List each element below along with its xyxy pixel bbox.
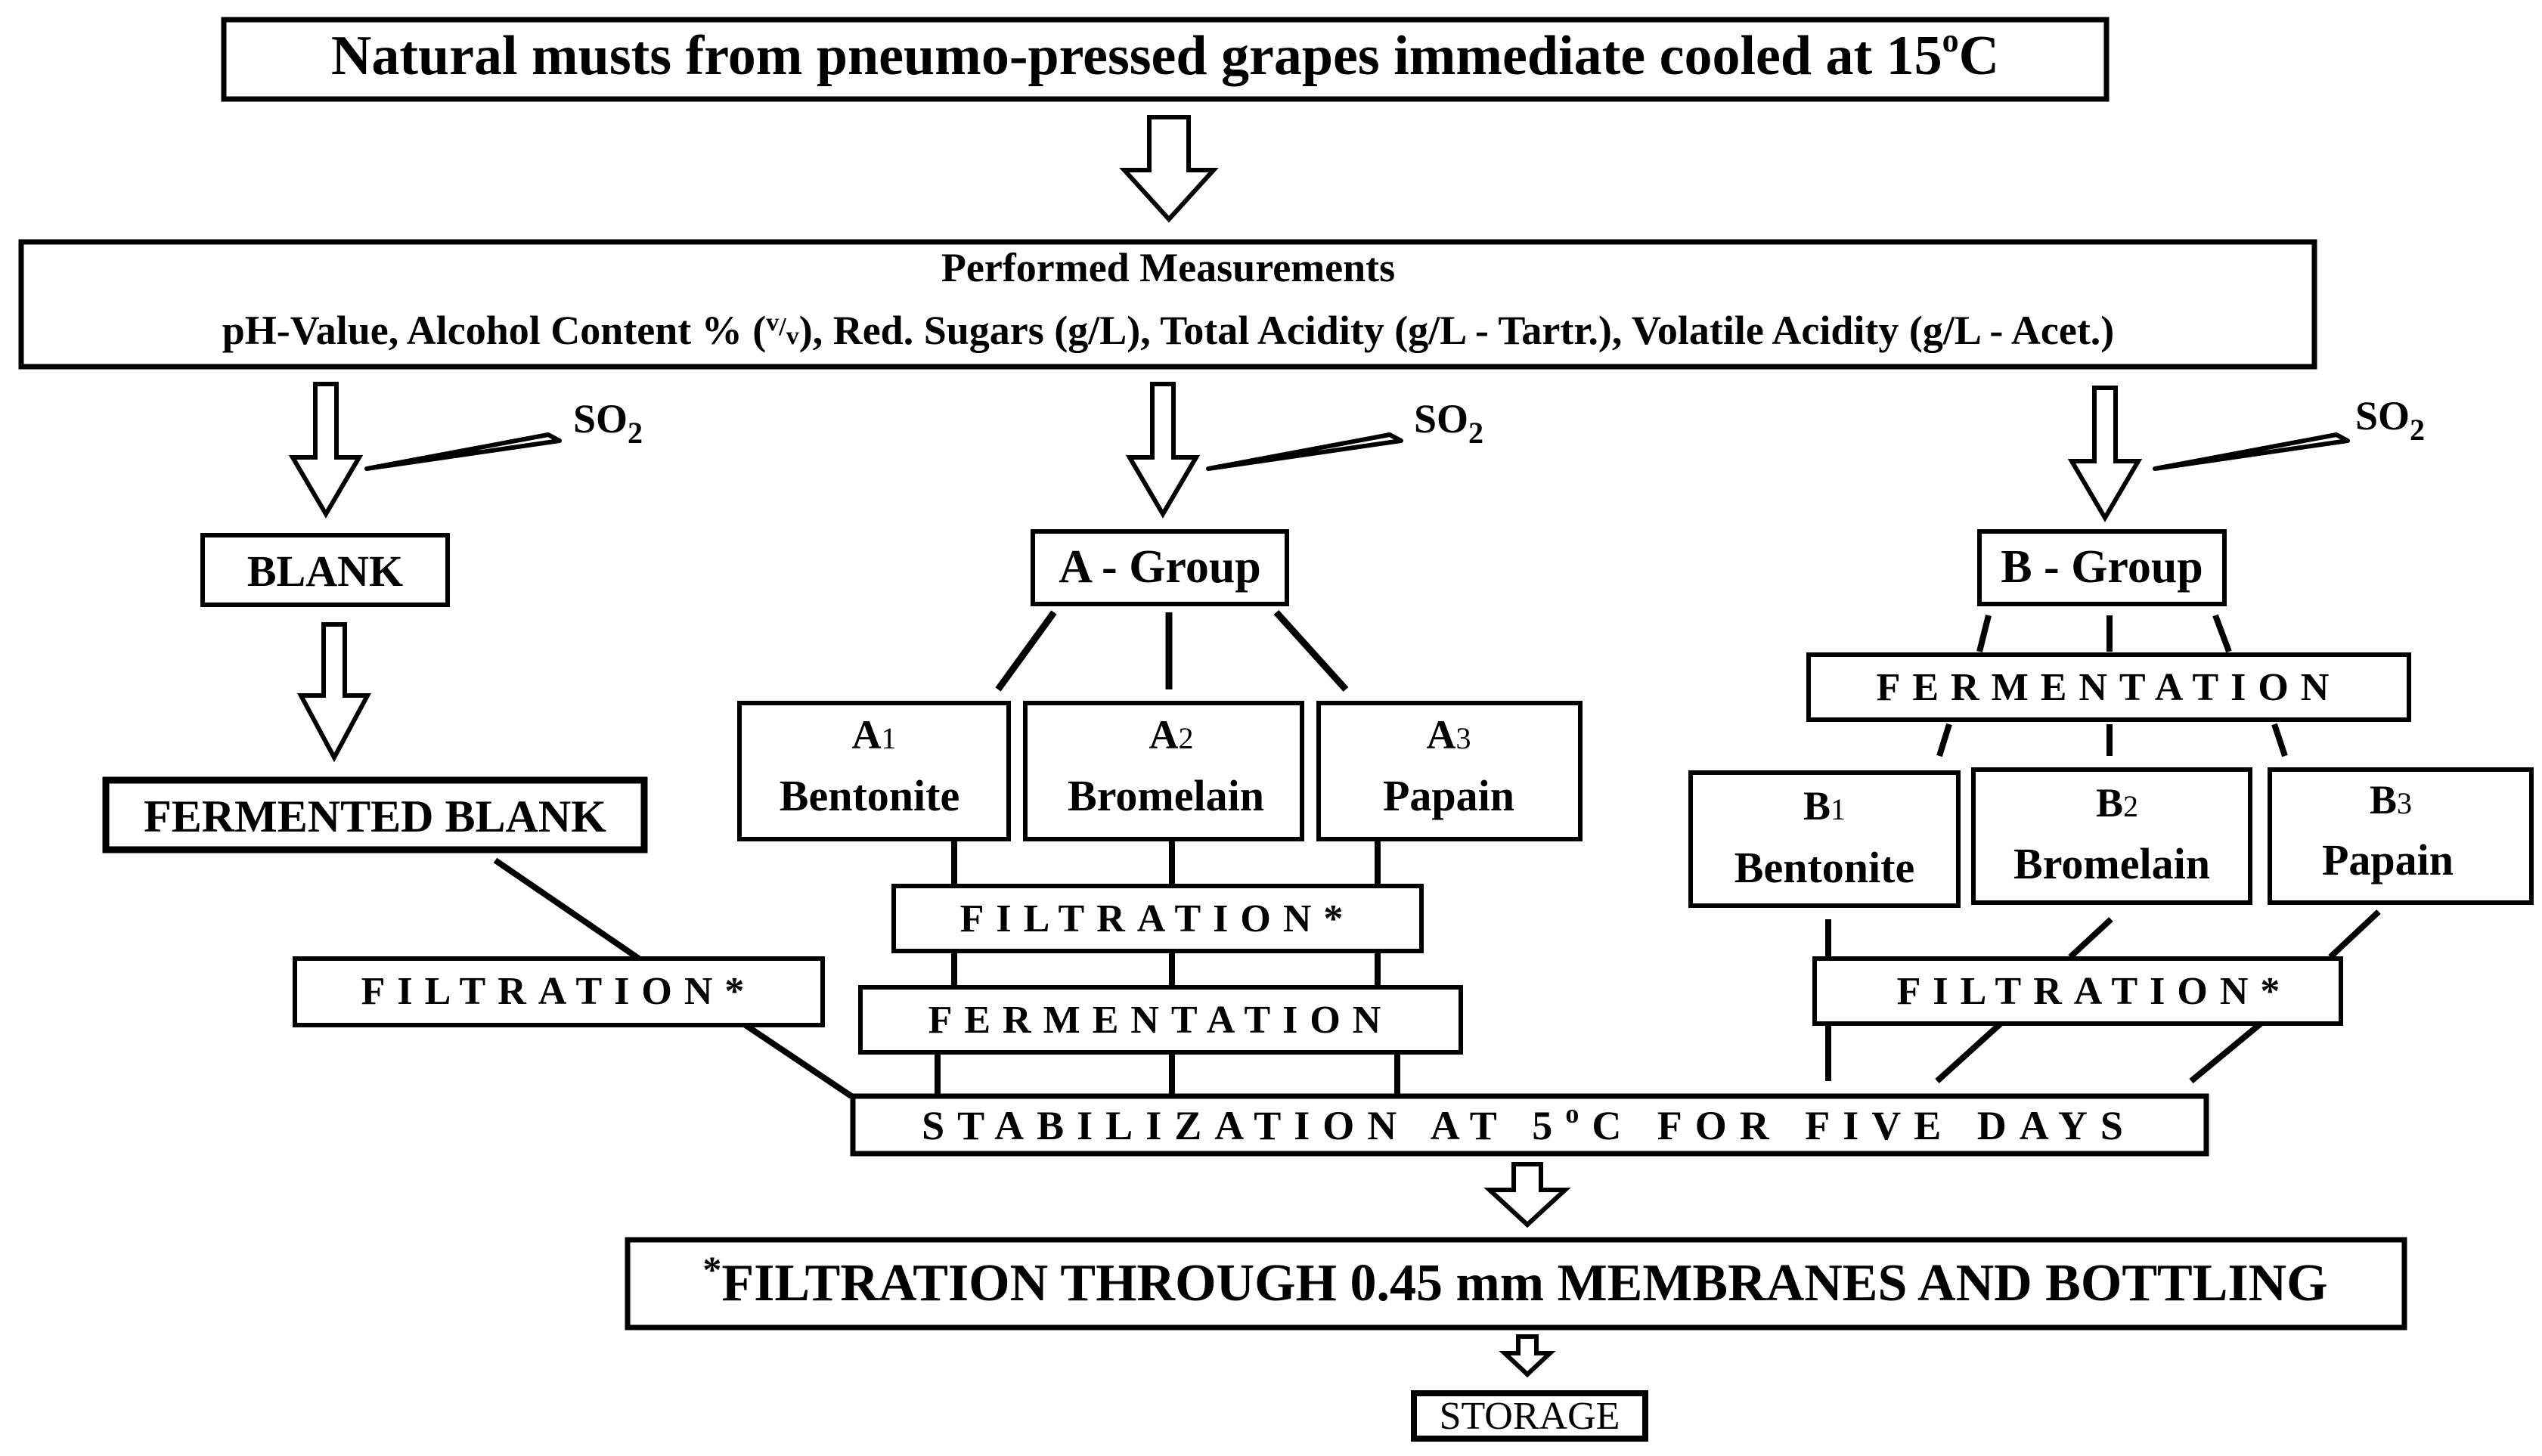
- top-box: [221, 17, 2110, 102]
- measurements-list: pH-Value, Alcohol Content % (v/v), Red. …: [222, 308, 2115, 353]
- fermented-blank-box: [102, 776, 648, 853]
- fermented-blank-label: FERMENTED BLANK: [144, 792, 606, 841]
- down-arrow-icon: [1125, 382, 1201, 519]
- left-filtration-label: FILTRATION*: [361, 970, 757, 1013]
- connector-line: [2189, 1021, 2263, 1084]
- so2-addition-icon: [1206, 432, 1403, 471]
- a-group-box: [1031, 529, 1289, 606]
- blank-label: BLANK: [247, 547, 403, 596]
- b3-agent: Papain: [2322, 835, 2454, 884]
- connector-line: [493, 857, 641, 962]
- b-filtration-label: FILTRATION*: [1897, 970, 2292, 1013]
- b1-agent: Bentonite: [1734, 843, 1914, 892]
- b3-id: B3: [2370, 777, 2412, 822]
- a-group-label: A - Group: [1059, 541, 1261, 593]
- down-arrow-icon: [2067, 386, 2143, 522]
- a1-id: A1: [852, 712, 897, 757]
- a2-agent: Bromelain: [1068, 771, 1264, 820]
- measurements-title: Performed Measurements: [941, 245, 1395, 290]
- top-box-text: Natural musts from pneumo-pressed grapes…: [331, 22, 1999, 87]
- so2-addition-icon: [364, 432, 562, 471]
- blank-box: [200, 533, 450, 607]
- storage-label: STORAGE: [1440, 1395, 1620, 1438]
- connector-line: [2068, 917, 2113, 959]
- connector-line: [1273, 609, 1349, 692]
- down-arrow-icon: [1499, 1334, 1556, 1378]
- stabilization-label: STABILIZATION AT 5oC FOR FIVE DAYS: [922, 1098, 2136, 1148]
- b3-papain-box: [2268, 767, 2534, 905]
- measurements-box: [18, 239, 2317, 370]
- so2-label-b: SO2: [2355, 393, 2425, 447]
- b2-id: B2: [2096, 780, 2138, 826]
- stabilization-box: [850, 1093, 2209, 1157]
- b2-bromelain-box: [1971, 767, 2252, 905]
- connector-line: [1936, 723, 1952, 757]
- a1-bentonite-box: [737, 701, 1011, 841]
- a2-bromelain-box: [1023, 701, 1304, 841]
- b-group-label: B - Group: [2001, 541, 2203, 593]
- b1-id: B1: [1803, 783, 1846, 829]
- a2-id: A2: [1149, 712, 1194, 757]
- so2-addition-icon: [2153, 432, 2350, 471]
- down-arrow-icon: [296, 622, 372, 763]
- connector-line: [2271, 723, 2288, 757]
- a3-agent: Papain: [1383, 771, 1514, 820]
- b2-agent: Bromelain: [2013, 839, 2210, 888]
- down-arrow-icon: [1483, 1162, 1571, 1228]
- left-filtration-box: [293, 956, 825, 1027]
- a3-papain-box: [1316, 701, 1583, 841]
- storage-box: [1411, 1390, 1648, 1442]
- connector-line: [2212, 614, 2232, 653]
- so2-label-blank: SO2: [573, 396, 643, 450]
- connector-line: [995, 610, 1057, 692]
- b-fermentation-box: [1806, 652, 2411, 722]
- b1-bentonite-box: [1688, 770, 1961, 908]
- down-arrow-icon: [1119, 115, 1219, 223]
- b-fermentation-label: FERMENTATION: [1877, 666, 2342, 709]
- final-filtration-label: *FILTRATION THROUGH 0.45 mm MEMBRANES AN…: [702, 1248, 2327, 1312]
- connector-line: [2328, 909, 2381, 959]
- a3-id: A3: [1427, 712, 1471, 757]
- a-filtration-box: [891, 884, 1424, 953]
- connector-line: [1935, 1021, 2003, 1083]
- a-filtration-label: FILTRATION*: [960, 897, 1356, 940]
- connector-line: [1976, 615, 1992, 652]
- so2-label-a: SO2: [1414, 396, 1483, 450]
- a1-agent: Bentonite: [780, 771, 959, 820]
- final-filtration-box: [625, 1237, 2407, 1331]
- b-filtration-box: [1812, 956, 2343, 1026]
- connector-line: [739, 1019, 854, 1099]
- a-fermentation-label: FERMENTATION: [928, 999, 1393, 1042]
- a-fermentation-box: [858, 985, 1463, 1055]
- down-arrow-icon: [288, 382, 364, 519]
- b-group-box: [1977, 529, 2227, 606]
